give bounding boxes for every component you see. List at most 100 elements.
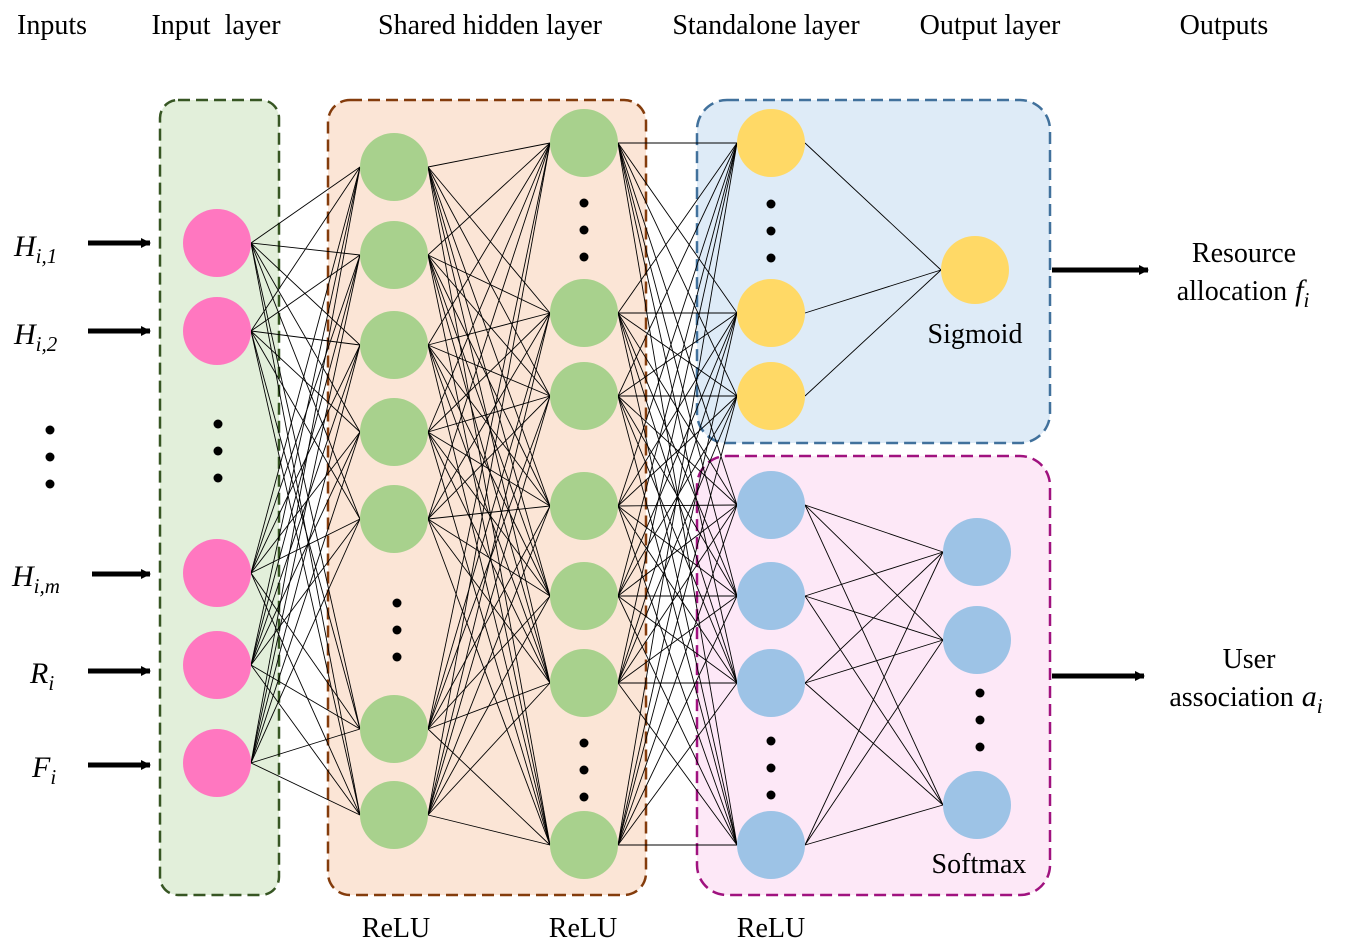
connection-line bbox=[804, 269, 942, 314]
standalone-sigmoid-node-2 bbox=[737, 279, 805, 347]
connection-line bbox=[617, 312, 738, 397]
sigmoid-standalone-ellipsis bbox=[766, 199, 776, 209]
input-label-r-i: Ri bbox=[29, 657, 54, 695]
input-label-f-i: Fi bbox=[31, 751, 56, 789]
hidden1-ellipsis bbox=[392, 625, 402, 635]
connection-line bbox=[250, 664, 361, 816]
softmax-output-node-3 bbox=[943, 771, 1011, 839]
input-arrows bbox=[88, 238, 151, 770]
connection-line bbox=[250, 254, 361, 666]
connection-line bbox=[427, 142, 551, 433]
hidden1-ellipsis bbox=[392, 652, 402, 662]
hidden2-bottom-ellipsis bbox=[579, 738, 589, 748]
connection-line bbox=[617, 595, 738, 846]
activation-relu-hidden2-label: ReLU bbox=[549, 913, 617, 944]
header-outputs: Outputs bbox=[1180, 10, 1269, 41]
connection-line bbox=[804, 639, 944, 846]
input-layer-panel bbox=[158, 98, 281, 897]
softmax-standalone-ellipsis bbox=[766, 736, 776, 746]
connection-line bbox=[427, 344, 551, 507]
softmax-output-ellipsis bbox=[975, 688, 985, 698]
connection-line bbox=[427, 254, 551, 314]
connection-line bbox=[250, 572, 361, 730]
connection-line bbox=[617, 142, 738, 597]
connection-line bbox=[804, 551, 944, 684]
inputs-ellipsis bbox=[45, 425, 55, 435]
connection-line bbox=[427, 505, 551, 730]
hidden2-bottom-ellipsis bbox=[579, 765, 589, 775]
input-layer-ellipsis bbox=[213, 473, 223, 483]
connection-line bbox=[250, 254, 361, 764]
connection-line bbox=[804, 595, 944, 806]
connection-line bbox=[427, 312, 551, 346]
connection-line bbox=[804, 504, 944, 641]
hidden2-node-1 bbox=[550, 109, 618, 177]
activation-softmax-label: Softmax bbox=[932, 849, 1027, 880]
hidden1-node-5 bbox=[360, 485, 428, 553]
connection-line bbox=[427, 312, 551, 433]
connection-line bbox=[427, 814, 551, 846]
connection-line bbox=[250, 166, 361, 244]
activation-relu-standalone-label: ReLU bbox=[737, 913, 805, 944]
neuron-nodes bbox=[183, 109, 1011, 879]
connection-line bbox=[617, 312, 738, 684]
connection-line bbox=[617, 504, 738, 597]
hidden2-node-3 bbox=[550, 362, 618, 430]
hidden1-node-4 bbox=[360, 398, 428, 466]
softmax-standalone-ellipsis bbox=[766, 790, 776, 800]
hidden2-node-5 bbox=[550, 562, 618, 630]
sigmoid-output-node-1 bbox=[941, 236, 1009, 304]
header-output-layer: Output layer bbox=[920, 10, 1061, 41]
header-inputs: Inputs bbox=[17, 10, 87, 41]
connection-line bbox=[427, 395, 551, 520]
hidden2-bottom-ellipsis bbox=[579, 792, 589, 802]
standalone-softmax-node-3 bbox=[737, 649, 805, 717]
connection-line bbox=[250, 166, 361, 764]
connection-line bbox=[427, 344, 551, 597]
connection-line bbox=[427, 431, 551, 846]
connection-line bbox=[804, 504, 944, 553]
connection-line bbox=[427, 395, 551, 816]
connection-line bbox=[250, 728, 361, 764]
connection-line bbox=[617, 312, 738, 597]
connection-line bbox=[250, 242, 361, 730]
connection-line bbox=[617, 142, 738, 507]
hidden2-top-ellipsis bbox=[579, 252, 589, 262]
activation-relu-hidden1-label: ReLU bbox=[362, 913, 430, 944]
connection-line bbox=[427, 166, 551, 846]
header-standalone-layer: Standalone layer bbox=[672, 10, 860, 41]
connection-line bbox=[427, 595, 551, 730]
connection-line bbox=[427, 254, 551, 397]
connection-lines bbox=[250, 142, 944, 846]
connection-line bbox=[427, 142, 551, 520]
standalone-softmax-node-4 bbox=[737, 811, 805, 879]
connection-line bbox=[617, 595, 738, 684]
hidden2-node-2 bbox=[550, 279, 618, 347]
connection-line bbox=[427, 166, 551, 507]
connection-line bbox=[427, 142, 551, 346]
connection-line bbox=[427, 166, 551, 314]
connection-line bbox=[427, 431, 551, 507]
input-node-3 bbox=[183, 539, 251, 607]
connection-line bbox=[617, 682, 738, 846]
hidden1-node-1 bbox=[360, 133, 428, 201]
inputs-ellipsis bbox=[45, 452, 55, 462]
input-layer-ellipsis bbox=[213, 419, 223, 429]
connection-line bbox=[250, 330, 361, 730]
hidden2-node-6 bbox=[550, 649, 618, 717]
connection-line bbox=[250, 344, 361, 666]
connection-line bbox=[617, 395, 738, 846]
connection-line bbox=[804, 682, 944, 806]
standalone-softmax-node-1 bbox=[737, 471, 805, 539]
connection-line bbox=[617, 142, 738, 314]
connection-line bbox=[250, 518, 361, 764]
connection-line bbox=[427, 142, 551, 730]
connection-line bbox=[617, 504, 738, 846]
connection-line bbox=[250, 518, 361, 574]
connection-line bbox=[804, 804, 944, 846]
header-shared-hidden-layer: Shared hidden layer bbox=[378, 10, 603, 41]
hidden1-node-7 bbox=[360, 781, 428, 849]
